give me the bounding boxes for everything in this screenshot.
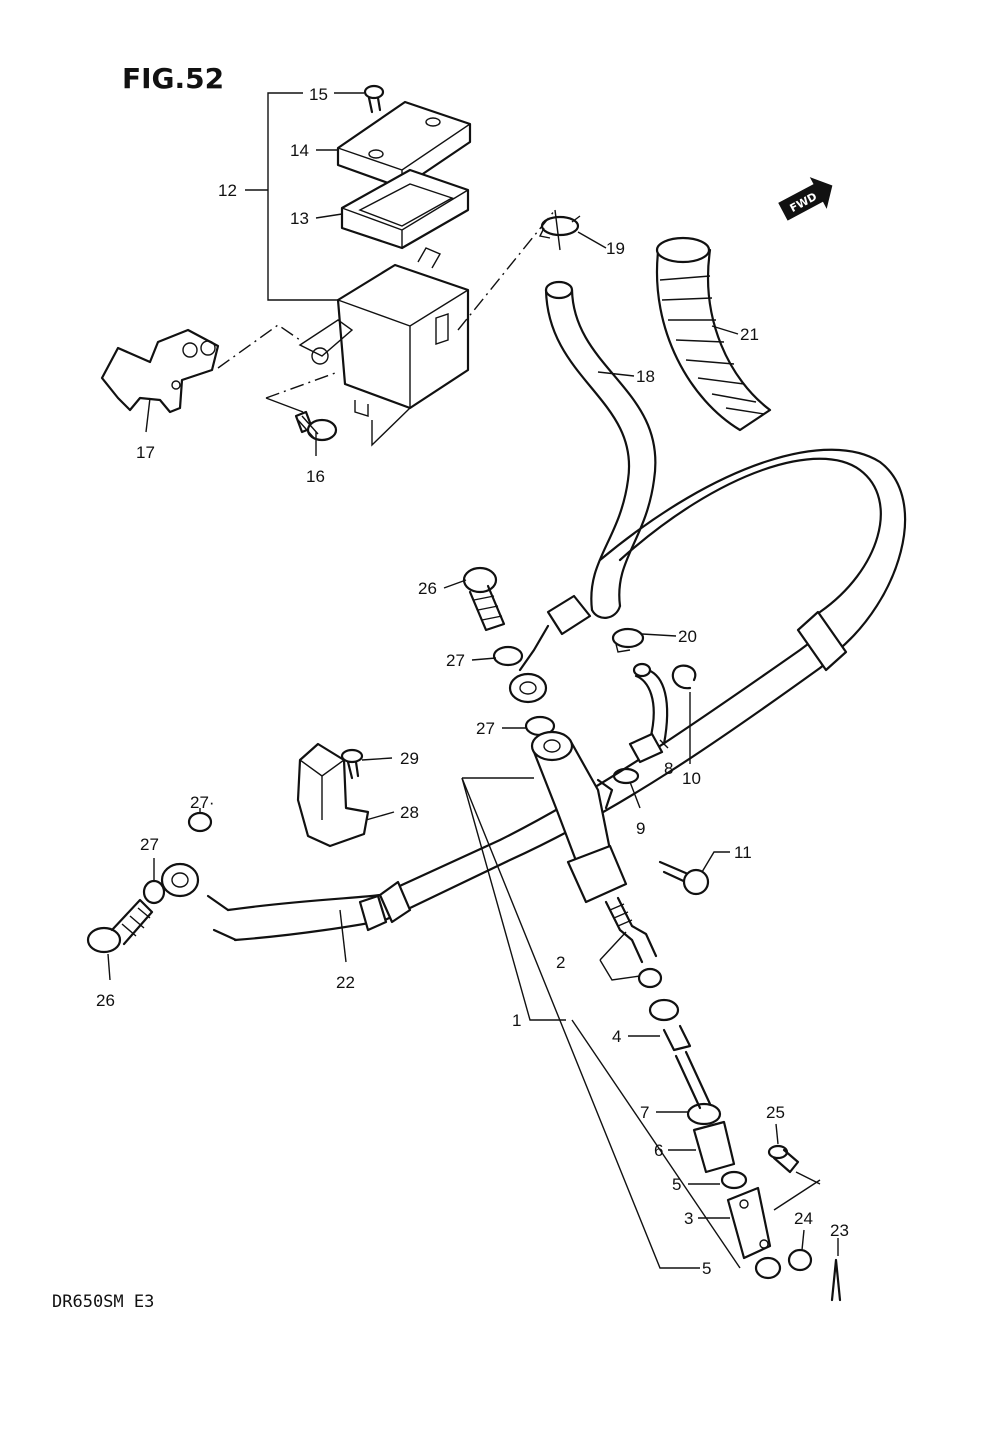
- o-ring-9-icon: [612, 767, 640, 785]
- forward-arrow-icon: FWD: [778, 177, 833, 221]
- callout-15: 12: [218, 181, 237, 200]
- callout-19: 16: [306, 467, 325, 486]
- bolt-11-icon: [658, 860, 710, 896]
- cotter-pin-14-icon: [830, 1258, 842, 1302]
- callout-12: 25: [766, 1103, 785, 1122]
- reservoir-hose-21: [544, 280, 657, 619]
- callout-5-upper: 5: [672, 1175, 681, 1194]
- callout-23: 20: [678, 627, 697, 646]
- callout-3: 3: [684, 1209, 693, 1228]
- washer-27-c-icon: [187, 811, 213, 833]
- callout-labels: 15 14 12 13 19 21 18 17 16 26 20 27 27 2…: [96, 85, 849, 1278]
- hose-protector-24: [655, 236, 772, 432]
- callout-16: 13: [290, 209, 309, 228]
- callout-27-c: 27·: [190, 793, 215, 812]
- master-cylinder-1: [530, 730, 628, 904]
- callout-27-d: 27: [140, 835, 159, 854]
- callout-25: 22: [336, 973, 355, 992]
- callout-18: 15: [309, 85, 328, 104]
- callout-17: 14: [290, 141, 309, 160]
- hose-joint-8: [628, 662, 669, 764]
- callout-8: 8: [664, 759, 673, 778]
- callout-6: 6: [654, 1141, 663, 1160]
- brake-hose-25: [160, 448, 907, 942]
- screw-18-icon: [363, 84, 385, 114]
- reservoir-body: [298, 247, 470, 417]
- callout-22: 19: [606, 239, 625, 258]
- figure-title: FIG.52: [122, 62, 224, 95]
- nut-5-upper-icon: [720, 1170, 748, 1190]
- callout-27-a: 27: [446, 651, 465, 670]
- callout-13: 24: [794, 1209, 813, 1228]
- callout-21: 18: [636, 367, 655, 386]
- circlip-7-icon: [686, 1102, 722, 1126]
- clamp-23-icon: [611, 627, 645, 653]
- callout-1: 1: [512, 1011, 521, 1030]
- model-code: DR650SM E3: [52, 1292, 154, 1312]
- callout-26-upper: 26: [418, 579, 437, 598]
- bracket-20: [100, 328, 220, 414]
- clamp-22-icon: [538, 215, 581, 239]
- circlip-10-icon: [671, 664, 697, 690]
- callout-29: 29: [400, 749, 419, 768]
- nut-5-lower-icon: [754, 1256, 782, 1280]
- callout-28: 28: [400, 803, 419, 822]
- callout-27-b: 27: [476, 719, 495, 738]
- bolt-19-icon: [294, 410, 338, 442]
- callout-11: 11: [734, 843, 752, 862]
- clevis-3: [726, 1186, 772, 1260]
- callout-2: 2: [556, 953, 565, 972]
- callout-5-lower: 5: [702, 1259, 711, 1278]
- callout-7: 7: [640, 1103, 649, 1122]
- callout-14: 23: [830, 1221, 849, 1240]
- piston-set-2: [604, 896, 663, 989]
- callout-10: 10: [682, 769, 701, 788]
- banjo-bolt-26-lower-icon: [86, 898, 154, 954]
- banjo-bolt-26-upper-icon: [462, 566, 506, 632]
- hose-clamp-28: [296, 742, 370, 848]
- callout-26-lower: 26: [96, 991, 115, 1010]
- washer-13-icon: [787, 1248, 813, 1272]
- callout-4: 4: [612, 1027, 621, 1046]
- washer-27-d-icon: [142, 879, 166, 905]
- reservoir-diaphragm-16: [340, 168, 470, 250]
- leader-lines: [107, 92, 839, 1256]
- callout-24: 21: [740, 325, 759, 344]
- callout-9: 9: [636, 819, 645, 838]
- reservoir-cap-17: [336, 100, 472, 190]
- boot-6: [692, 1120, 736, 1174]
- screw-29-icon: [340, 748, 364, 780]
- pushrod-seal-4: [648, 998, 712, 1110]
- washer-27-a-icon: [492, 645, 524, 667]
- clevis-pin-12-icon: [767, 1144, 800, 1174]
- callout-20: 17: [136, 443, 155, 462]
